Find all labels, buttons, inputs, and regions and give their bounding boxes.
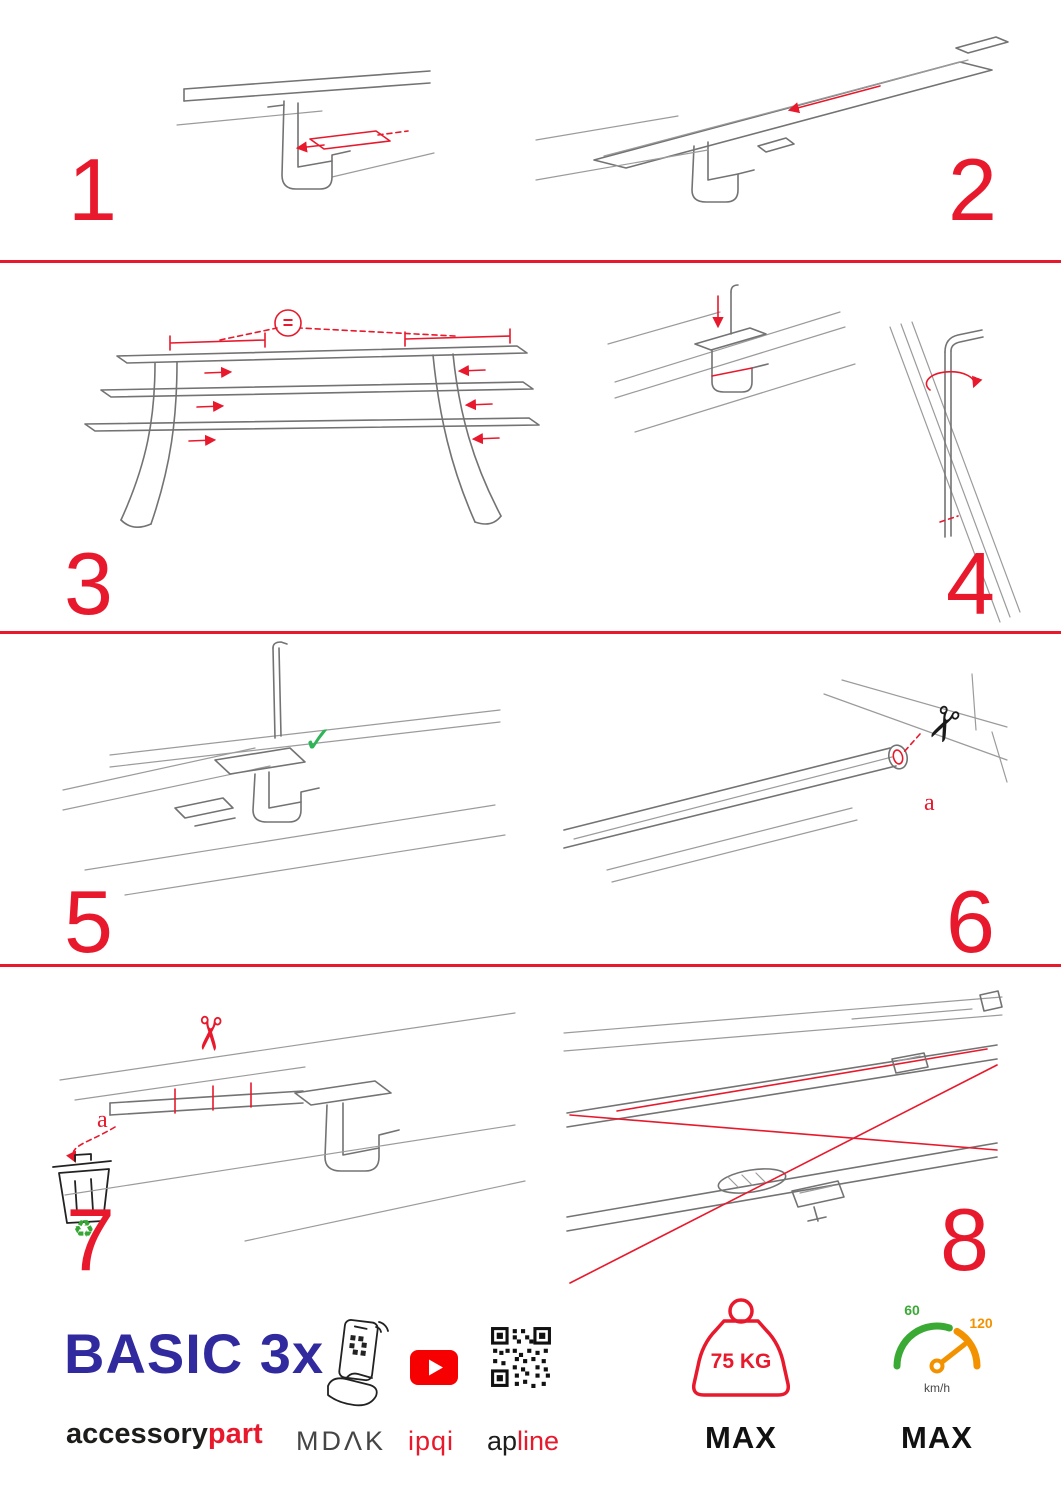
speed-unit-label: km/h — [924, 1381, 950, 1395]
step-number-8: 8 — [940, 1190, 989, 1289]
step-2-diagram — [528, 28, 1010, 220]
youtube-icon — [410, 1350, 458, 1385]
alignment-lines — [569, 1064, 998, 1284]
step-number-2: 2 — [948, 140, 997, 239]
crossbar-straps-drawing — [566, 1044, 998, 1232]
step-6-diagram: ✂ a — [552, 672, 1017, 910]
hex-key-drawing — [889, 321, 1021, 623]
section-divider — [0, 260, 1061, 263]
qr-label-black: ap — [487, 1426, 518, 1456]
product-name: BASIC 3x — [64, 1322, 325, 1385]
rotate-arrow — [925, 370, 983, 391]
trash-can-icon — [52, 1153, 112, 1224]
scissors-icon: ✂ — [911, 695, 976, 753]
brand-wordmark: accessorypart — [66, 1420, 263, 1449]
app-partner-label: MDΛK — [296, 1426, 387, 1456]
clamp-drawing — [294, 1080, 400, 1172]
centering-arrows — [188, 365, 500, 446]
speed-high-tick: 120 — [969, 1315, 993, 1331]
scissors-icon: ✂ — [181, 1012, 238, 1055]
qr-code-icon — [490, 1326, 552, 1388]
phone-qr-scan-icon — [316, 1316, 398, 1412]
rubber-pad-insert — [295, 130, 409, 153]
pin-insert-drawing — [607, 284, 856, 433]
discard-arrow — [65, 1126, 116, 1164]
equal-spacing-dimension: = — [169, 309, 511, 351]
speed-max-label: MAX — [901, 1420, 973, 1455]
clamp-assembly-drawing — [174, 747, 320, 827]
check-icon: ✓ — [303, 720, 333, 761]
strip-to-cut — [109, 1082, 304, 1116]
qr-partner-label: apline — [487, 1428, 559, 1455]
step-8-diagram — [552, 985, 1017, 1297]
step-7-diagram: ✂ a ♻ — [45, 985, 537, 1243]
step-4-diagram — [600, 282, 1021, 627]
weight-max-label: MAX — [705, 1420, 777, 1455]
step-number-6: 6 — [946, 872, 995, 971]
cut-line — [903, 733, 921, 753]
weight-limit-icon: 75 KG — [682, 1294, 800, 1406]
crossbars-drawing — [84, 345, 540, 432]
equal-badge — [274, 309, 302, 337]
brand-word-black: accessory — [66, 1418, 208, 1450]
step-number-3: 3 — [64, 534, 113, 633]
hook-pin-drawing — [272, 641, 288, 739]
recycle-icon: ♻ — [73, 1215, 95, 1243]
step-number-1: 1 — [68, 140, 117, 239]
step-number-5: 5 — [64, 872, 113, 971]
roof-rail-feet — [120, 353, 502, 528]
section-divider — [0, 964, 1061, 967]
cut-label-a: a — [97, 1107, 108, 1133]
step-1-diagram — [172, 55, 442, 240]
clamp-drawing — [691, 137, 795, 203]
slide-arrow — [787, 85, 881, 114]
crossbar-end-drawing — [563, 744, 909, 883]
speed-limit-icon: 60 120 km/h — [878, 1294, 996, 1402]
speed-low-tick: 60 — [904, 1302, 920, 1318]
section-divider — [0, 631, 1061, 634]
cut-label-a: a — [924, 790, 935, 816]
weight-limit-value: 75 KG — [711, 1350, 772, 1373]
step-5-diagram: ✓ — [55, 640, 517, 906]
qr-label-red: line — [517, 1426, 560, 1456]
step-number-4: 4 — [946, 534, 995, 633]
equal-sign: = — [283, 313, 294, 333]
step-3-diagram: = — [55, 278, 547, 540]
clamp-drawing — [267, 100, 351, 190]
video-partner-label: ipqi — [408, 1426, 455, 1456]
step-number-7: 7 — [66, 1190, 115, 1289]
brand-word-red: part — [207, 1418, 263, 1450]
